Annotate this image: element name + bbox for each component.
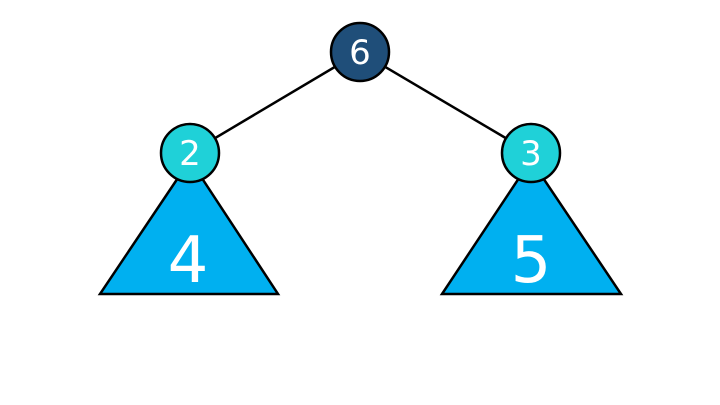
right-child-node: 3 bbox=[500, 122, 562, 184]
right-subtree-triangle bbox=[439, 157, 624, 296]
left-subtree-triangle bbox=[97, 157, 281, 296]
left-child-node-label: 2 bbox=[179, 134, 201, 174]
edge-root-left bbox=[189, 50, 361, 155]
root-node: 6 bbox=[329, 21, 391, 83]
right-subtree: 5 bbox=[439, 157, 624, 298]
left-subtree: 4 bbox=[97, 157, 281, 298]
right-child-node-circle bbox=[500, 122, 562, 184]
edge-root-right bbox=[359, 50, 532, 155]
left-subtree-label: 4 bbox=[168, 224, 209, 298]
left-child-node: 2 bbox=[159, 122, 221, 184]
root-node-circle bbox=[329, 21, 391, 83]
right-child-node-label: 3 bbox=[520, 134, 542, 174]
left-child-node-circle bbox=[159, 122, 221, 184]
root-node-label: 6 bbox=[349, 33, 371, 73]
right-subtree-label: 5 bbox=[511, 224, 552, 298]
